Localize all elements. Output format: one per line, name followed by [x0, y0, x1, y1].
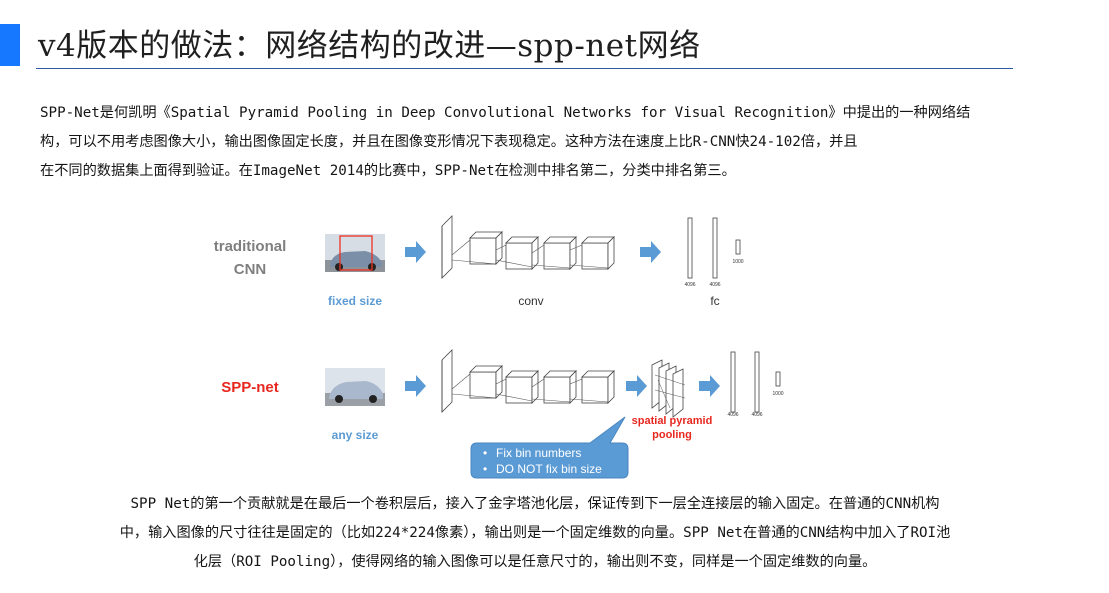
callout-bullet-1: •	[483, 446, 487, 460]
spp-pyramid-grids	[652, 360, 685, 417]
arrow-conv-to-spp	[626, 375, 647, 397]
spp-pool-label-1: spatial pyramid	[632, 415, 713, 427]
fc-size-6: 1000	[772, 391, 783, 397]
fc-layers-top	[688, 218, 740, 278]
fc-size-3: 1000	[732, 259, 743, 265]
contribution-line-1: SPP Net的第一个贡献就是在最后一个卷积层后，接入了金字塔池化层，保证传到下…	[38, 490, 1032, 519]
conv-caption: conv	[518, 294, 543, 308]
contribution-paragraph: SPP Net的第一个贡献就是在最后一个卷积层后，接入了金字塔池化层，保证传到下…	[38, 490, 1032, 577]
title-underline	[36, 68, 1013, 69]
callout-item-2: DO NOT fix bin size	[496, 462, 602, 476]
diagram-svg: traditional CNN fixed size conv 4096 409…	[200, 210, 790, 486]
fc-size-5: 4096	[751, 412, 762, 418]
fc-size-2: 4096	[709, 282, 720, 288]
arrow-input-to-conv	[405, 241, 426, 263]
callout-bullet-2: •	[483, 462, 487, 476]
conv-layers-bottom	[442, 350, 614, 412]
spp-net-diagram: traditional CNN fixed size conv 4096 409…	[200, 210, 790, 486]
spp-net-label: SPP-net	[221, 379, 279, 396]
arrow-input-to-conv-spp	[405, 375, 426, 397]
title-accent-bar	[0, 24, 20, 66]
contribution-line-2: 中，输入图像的尺寸往往是固定的（比如224*224像素），输出则是一个固定维数的…	[38, 519, 1032, 548]
car-image-fixed	[325, 234, 385, 272]
traditional-label: traditional	[214, 238, 287, 255]
intro-line-2: 构，可以不用考虑图像大小，输出图像固定长度，并且在图像变形情况下表现稳定。这种方…	[40, 128, 1030, 157]
fixed-size-caption: fixed size	[328, 294, 382, 308]
arrow-spp-to-fc	[699, 375, 720, 397]
car-image-any	[325, 368, 385, 406]
slide-title: v4版本的做法：网络结构的改进—spp-net网络	[38, 20, 701, 65]
intro-line-1: SPP-Net是何凯明《Spatial Pyramid Pooling in D…	[40, 99, 1030, 128]
spp-pool-label-2: pooling	[652, 429, 692, 441]
fc-size-1: 4096	[684, 282, 695, 288]
callout-item-1: Fix bin numbers	[496, 446, 581, 460]
intro-line-3: 在不同的数据集上面得到验证。在ImageNet 2014的比赛中，SPP-Net…	[40, 157, 1030, 186]
cnn-label: CNN	[234, 261, 267, 278]
fc-size-4: 4096	[727, 412, 738, 418]
any-size-caption: any size	[332, 428, 379, 442]
contribution-line-3: 化层（ROI Pooling），使得网络的输入图像可以是任意尺寸的，输出则不变，…	[38, 548, 1032, 577]
fc-caption: fc	[710, 294, 719, 308]
conv-layers-top	[442, 216, 614, 278]
intro-paragraph: SPP-Net是何凯明《Spatial Pyramid Pooling in D…	[40, 99, 1030, 186]
fc-layers-bottom	[731, 352, 780, 412]
arrow-conv-to-fc	[640, 241, 661, 263]
